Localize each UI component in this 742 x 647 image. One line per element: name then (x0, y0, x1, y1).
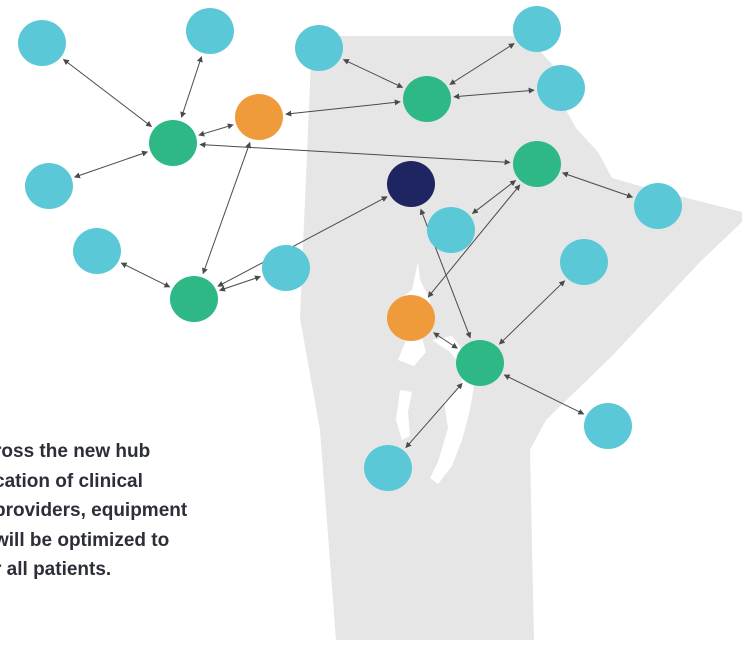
hub-node (170, 276, 218, 322)
connection-arrow (217, 196, 388, 287)
connection-arrows (62, 43, 634, 449)
connection-arrow (498, 280, 566, 345)
connection-arrow (73, 150, 149, 179)
spoke-node (186, 8, 234, 54)
hub-node (149, 120, 197, 166)
connection-arrow (62, 58, 153, 128)
connection-arrow (561, 171, 634, 199)
regional-node (235, 94, 283, 140)
spoke-node (73, 228, 121, 274)
central-node (387, 161, 435, 207)
caption-line: ross the new hub (0, 441, 151, 462)
caption-line: providers, equipment (0, 500, 188, 521)
connection-arrow (453, 87, 535, 100)
province-map (300, 36, 742, 640)
hub-node (456, 340, 504, 386)
spoke-node (18, 20, 66, 66)
spoke-node (537, 65, 585, 111)
connection-arrow (449, 43, 515, 85)
connection-arrow (199, 141, 511, 166)
connection-arrow (198, 123, 234, 137)
spoke-node (634, 183, 682, 229)
connection-arrow (202, 141, 251, 275)
caption-line: r all patients. (0, 559, 112, 580)
spoke-node (364, 445, 412, 491)
caption-text: ross the new hub cation of clinical prov… (0, 437, 324, 585)
connection-arrow (503, 374, 585, 415)
spoke-node (584, 403, 632, 449)
island-lake (566, 106, 590, 124)
spoke-node (25, 163, 73, 209)
hub-node (513, 141, 561, 187)
connection-arrow (120, 262, 171, 288)
spoke-node (295, 25, 343, 71)
connection-arrow (285, 99, 401, 117)
connection-arrow (433, 332, 458, 349)
network-nodes (18, 6, 682, 491)
connection-arrow (342, 59, 404, 88)
connection-arrow (180, 56, 203, 118)
spoke-node (427, 207, 475, 253)
caption-line: will be optimized to (0, 529, 170, 551)
caption-line: cation of clinical (0, 470, 143, 492)
spoke-node (513, 6, 561, 52)
connection-arrow (405, 382, 463, 449)
spoke-node (262, 245, 310, 291)
spoke-node (560, 239, 608, 285)
regional-node (387, 295, 435, 341)
connection-arrow (219, 275, 261, 292)
hub-node (403, 76, 451, 122)
province-landmass (300, 36, 742, 640)
